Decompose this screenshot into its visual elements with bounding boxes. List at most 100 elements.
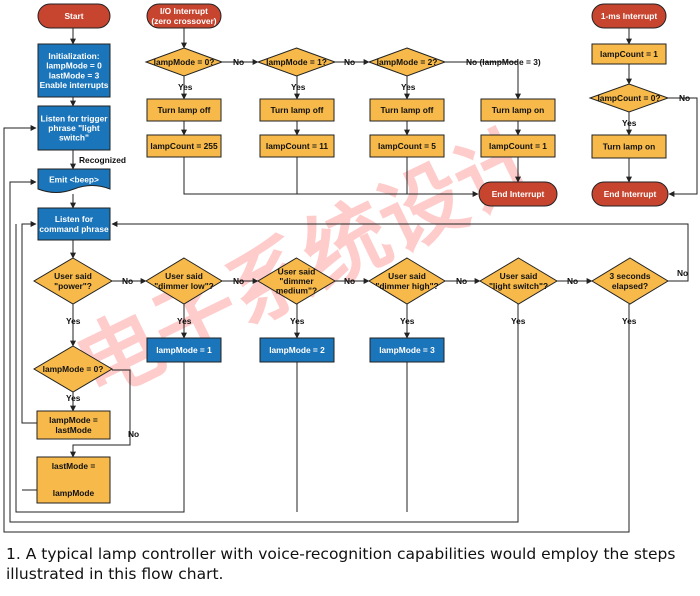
node-d-dim-low: User said"dimmer low"?: [145, 257, 223, 305]
node-shape: [256, 47, 337, 77]
node-ms-lc1: lampCount = 1: [591, 43, 667, 65]
node-text: 3 seconds: [610, 271, 651, 281]
node-text: lampMode = 2: [269, 345, 325, 355]
node-on1: Turn lamp on: [480, 98, 556, 122]
label-yes: Yes: [66, 316, 81, 326]
node-shape: [36, 456, 111, 504]
node-text: Listen for trigger: [40, 113, 108, 123]
node-shape: [259, 337, 335, 363]
node-shape: [480, 134, 556, 158]
node-shape: [591, 181, 669, 207]
node-text: medium"?: [276, 286, 317, 296]
node-text: Emit <beep>: [49, 175, 99, 185]
node-shape: [369, 134, 445, 158]
label-no: No: [344, 57, 355, 67]
node-text: command phrase: [39, 224, 109, 234]
node-text: User said: [54, 271, 92, 281]
node-lm2: lampMode = 2: [259, 337, 335, 363]
label-yes: Yes: [66, 393, 81, 403]
node-text: lampCount = 1: [600, 49, 658, 59]
node-lc11: lampCount = 11: [259, 134, 335, 158]
node-text: Turn lamp on: [603, 142, 655, 152]
edge-labels: Recognized Yes Yes No No No No No No No …: [66, 57, 690, 439]
label-no: No: [233, 57, 244, 67]
node-text: lampMode =: [49, 415, 98, 425]
node-text: lampMode = 0?: [154, 57, 215, 67]
node-emit: Emit <beep>: [37, 168, 111, 193]
node-text: "dimmer: [279, 276, 314, 286]
node-text: "light switch"?: [489, 281, 548, 291]
node-text: User said: [278, 266, 316, 276]
node-shape: [33, 345, 113, 393]
node-text: Initialization:: [48, 51, 99, 61]
node-end-int2: End Interrupt: [591, 181, 669, 207]
node-text: Enable interrupts: [40, 80, 109, 90]
node-text: User said: [388, 271, 426, 281]
node-text: phrase "light: [48, 123, 100, 133]
node-text: Listen for: [55, 214, 94, 224]
label-no: No: [233, 276, 244, 286]
node-text: Start: [64, 11, 83, 21]
node-shape: [37, 43, 111, 98]
label-yes: Yes: [511, 316, 526, 326]
node-lastmode-lamp: lastMode =lampMode: [36, 456, 111, 504]
label-no: No: [456, 276, 467, 286]
node-start: Start: [37, 3, 111, 29]
node-lc5: lampCount = 5: [369, 134, 445, 158]
node-text: lampMode = 0: [46, 61, 102, 71]
node-ms-int: 1-ms Interrupt: [591, 3, 667, 29]
label-yes: Yes: [401, 82, 416, 92]
node-shape: [37, 207, 111, 241]
node-text: lampMode = 2?: [377, 57, 438, 67]
node-text: lampMode: [53, 488, 95, 498]
label-no: No: [344, 276, 355, 286]
node-text: "dimmer low"?: [154, 281, 214, 291]
label-no: No: [122, 276, 133, 286]
node-text: lampCount = 0?: [597, 93, 660, 103]
node-shape: [591, 43, 667, 65]
node-text: "dimmer high"?: [375, 281, 438, 291]
node-text: 1-ms Interrupt: [601, 11, 658, 21]
node-off1: Turn lamp off: [146, 98, 222, 122]
node-shape: [146, 3, 222, 29]
label-no: No: [679, 93, 690, 103]
node-shape: [369, 337, 445, 363]
node-shape: [591, 257, 669, 305]
label-no: No: [567, 276, 578, 286]
node-text: lampMode = 1: [156, 345, 212, 355]
node-shape: [368, 257, 446, 305]
node-shape: [145, 257, 223, 305]
node-shape: [591, 134, 667, 159]
node-d-lm0: lampMode = 0?: [144, 47, 224, 77]
label-recognized: Recognized: [79, 155, 126, 165]
node-shape: [146, 98, 222, 122]
node-shape: [146, 337, 222, 363]
node-lc255: lampCount = 255: [146, 134, 222, 158]
node-lm3: lampMode = 3: [369, 337, 445, 363]
label-yes: Yes: [177, 316, 192, 326]
node-text: End Interrupt: [604, 189, 657, 199]
node-off2: Turn lamp off: [259, 98, 335, 122]
node-text: Turn lamp off: [271, 105, 324, 115]
node-shape: [33, 257, 113, 305]
node-lc1: lampCount = 1: [480, 134, 556, 158]
label-no: No: [677, 268, 688, 278]
node-d-light: User said"light switch"?: [479, 257, 558, 305]
node-text: I/O Interrupt: [160, 6, 208, 16]
node-lm1: lampMode = 1: [146, 337, 222, 363]
label-no: No: [128, 429, 139, 439]
node-text: User said: [165, 271, 203, 281]
node-text: lampMode = 3: [379, 345, 435, 355]
node-shape: [36, 410, 111, 440]
node-d-lc0: lampCount = 0?: [588, 83, 670, 113]
node-ms-on: Turn lamp on: [591, 134, 667, 159]
label-yes: Yes: [290, 316, 305, 326]
node-shape: [480, 98, 556, 122]
node-shape: [257, 257, 336, 305]
